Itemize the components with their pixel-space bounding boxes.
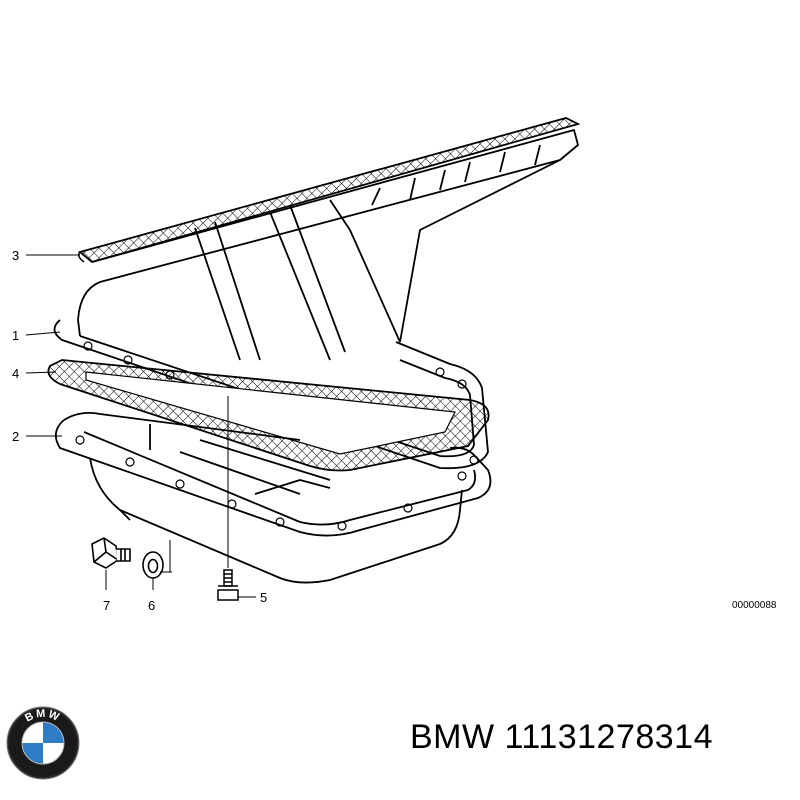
drain-plug-part-7: [91, 537, 131, 569]
callout-6: 6: [148, 598, 155, 613]
callout-3: 3: [12, 248, 19, 263]
bolt-part-5: [217, 569, 239, 601]
part-caption: BMW 11131278314: [410, 718, 713, 757]
bolt-axis-line: [169, 396, 229, 572]
washer-part-6: [142, 551, 164, 579]
callout-2: 2: [12, 429, 19, 444]
callout-1: 1: [12, 328, 19, 343]
mesh-gasket-part-4: [47, 359, 490, 472]
caption-part-number: 11131278314: [504, 718, 714, 756]
svg-text:BMW: BMW: [23, 708, 62, 725]
leader-lines: [25, 254, 256, 598]
logo-text: BMW: [23, 708, 60, 725]
diagram-code: 00000088: [732, 600, 777, 611]
callout-7: 7: [103, 598, 110, 613]
lower-oil-pan-part-2: [54, 411, 492, 584]
upper-gasket-part-3: [77, 117, 581, 263]
callout-4: 4: [12, 366, 19, 381]
callout-5: 5: [260, 590, 267, 605]
caption-brand: BMW: [410, 718, 495, 756]
bmw-logo: BMW: [6, 706, 80, 780]
